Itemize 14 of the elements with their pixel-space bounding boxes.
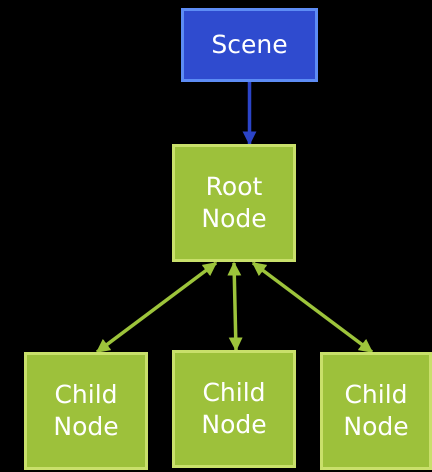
arrow (96, 262, 218, 354)
scene-box (181, 8, 318, 82)
node-box (172, 350, 296, 468)
node-box (24, 352, 148, 470)
arrow (252, 262, 374, 354)
node-label: Child Node (200, 376, 268, 441)
node-label: Child Node (52, 378, 120, 443)
node-label: Root Node (200, 170, 268, 235)
node-label: Scene (211, 28, 288, 61)
node-box (320, 352, 432, 470)
node-label: Child Node (342, 378, 410, 443)
arrow (242, 82, 256, 146)
arrow (227, 262, 243, 352)
node-box (172, 144, 296, 262)
